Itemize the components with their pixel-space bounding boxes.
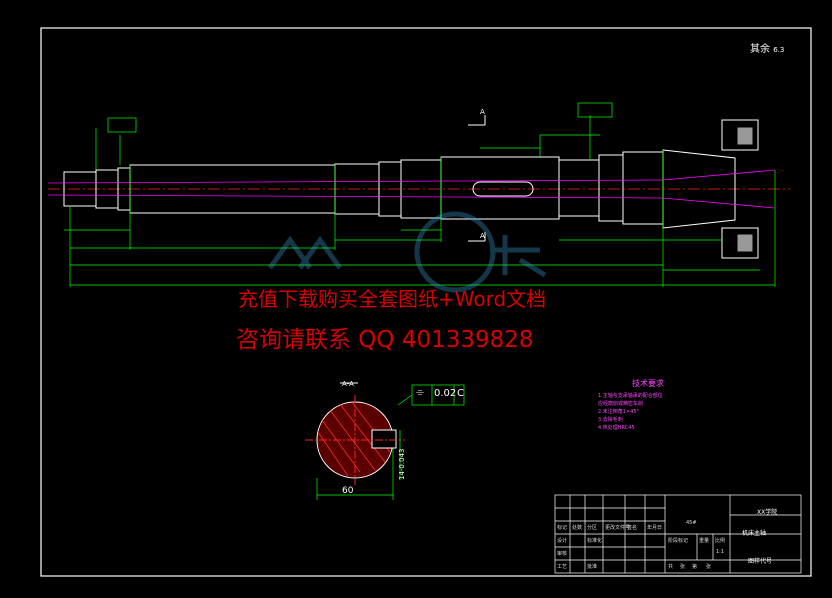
watermark-line-2: 咨询请联系 QQ 401339828 xyxy=(236,327,534,353)
tb-label-sign: 签名 xyxy=(627,525,638,531)
title-block xyxy=(554,494,802,574)
tb-label-standard: 标准化 xyxy=(587,538,603,544)
logo-watermark-icon xyxy=(267,211,547,293)
tb-label-sheets: 张 xyxy=(680,564,686,570)
datum-label: C xyxy=(457,388,464,399)
flatness-symbol-icon: ⌯ xyxy=(416,387,424,398)
bore-hidden-lines xyxy=(47,169,776,209)
roughness-note: 其余 6.3 xyxy=(750,44,785,55)
tb-label-date: 年月日 xyxy=(647,525,663,531)
section-marker-bottom: A xyxy=(480,232,485,240)
tech-item-3: 2.未注倒角1×45° xyxy=(598,409,640,415)
scale: 1:1 xyxy=(716,549,725,555)
school-name: XX学院 xyxy=(757,509,778,516)
tb-label-file: 更改文件号 xyxy=(605,525,631,531)
section-width-dim: 60 xyxy=(342,486,354,496)
tb-label-design: 设计 xyxy=(557,538,568,544)
material: 45# xyxy=(686,520,697,526)
tb-label-zone: 分区 xyxy=(587,525,598,531)
section-label: A-A xyxy=(342,380,354,388)
tb-label-process: 工艺 xyxy=(557,564,568,570)
tb-label-count: 处数 xyxy=(572,525,583,531)
tech-item-4: 3.去除毛刺 xyxy=(598,417,623,423)
tech-item-5: 4.热处理HRC45 xyxy=(598,425,635,431)
dimension-lines xyxy=(64,102,776,406)
section-marker-A xyxy=(468,115,486,242)
roughness-value: 6.3 xyxy=(773,46,785,54)
tech-item-1: 1.主轴与支承轴承的配合部位 xyxy=(598,393,663,399)
watermark-line-1: 充值下载购买全套图纸+Word文档 xyxy=(238,287,547,311)
tb-label-scale: 比例 xyxy=(715,538,726,544)
tb-label-stage: 阶段标记 xyxy=(668,538,689,544)
flatness-tolerance: 0.02 xyxy=(434,388,457,399)
tb-label-mark: 标记 xyxy=(557,525,568,531)
drawing-code: 图样代号 xyxy=(748,558,773,565)
drawing-frame xyxy=(40,27,812,577)
tech-requirements-title: 技术要求 xyxy=(632,379,664,388)
tb-label-total: 共 xyxy=(668,564,674,570)
tech-item-2: 应经磨削或精密车削 xyxy=(598,401,644,407)
tb-label-sheet-no: 第 xyxy=(692,564,698,570)
tb-label-sheet: 张 xyxy=(706,564,712,570)
cross-section-A-A xyxy=(305,382,413,500)
tb-label-weight: 重量 xyxy=(699,538,710,544)
keyway-depth-dim: 14-0.043 xyxy=(398,448,406,480)
part-name: 机床主轴 xyxy=(742,530,767,537)
chuck-flange xyxy=(721,119,759,259)
tb-label-review: 审核 xyxy=(557,551,568,557)
tb-label-approve: 批准 xyxy=(587,564,598,570)
section-marker-top: A xyxy=(480,108,485,116)
